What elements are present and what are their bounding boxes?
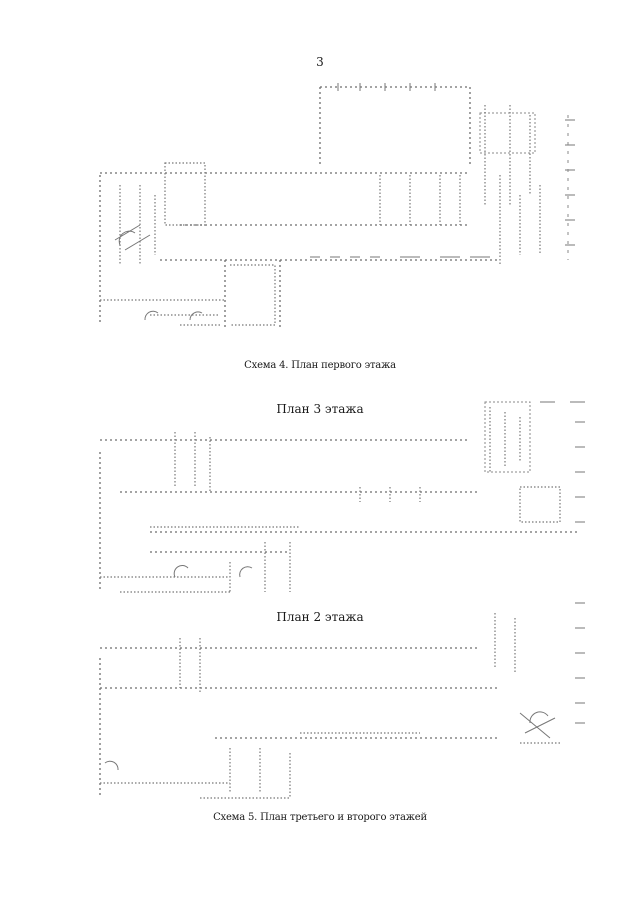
second-floor-plan-heading: План 2 этажа (276, 610, 364, 624)
second-floor-plan-drawing (99, 602, 585, 799)
third-floor-plan-drawing (99, 401, 585, 593)
third-floor-plan-heading: План 3 этажа (276, 402, 364, 416)
first-floor-plan-drawing (99, 83, 575, 330)
first-floor-plan-caption: Схема 4. План первого этажа (244, 360, 396, 371)
page-number: 3 (316, 55, 324, 69)
third-second-floor-plan-caption: Схема 5. План третьего и второго этажей (213, 812, 427, 823)
